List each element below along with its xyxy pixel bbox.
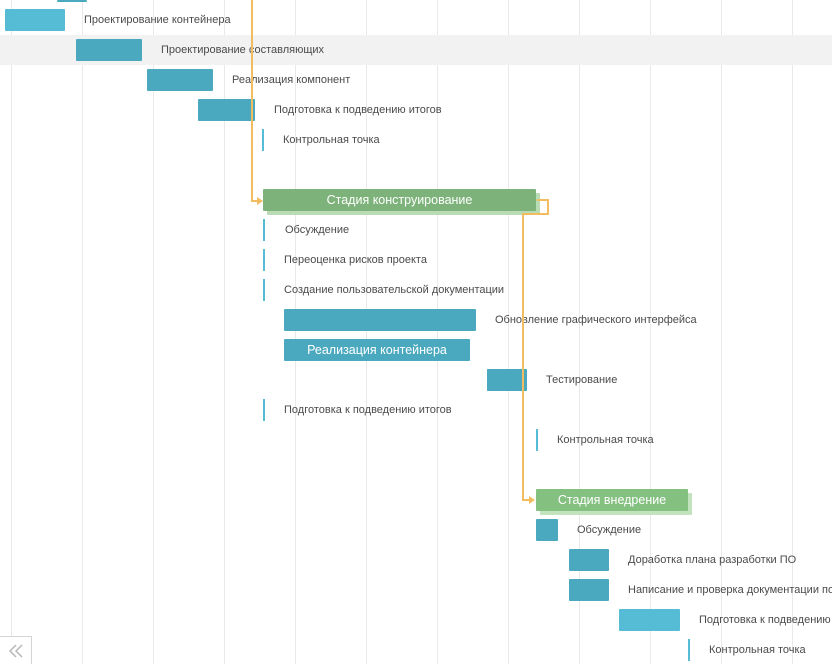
task-label: Реализация компонент: [232, 74, 351, 86]
dependency-link[interactable]: [522, 499, 530, 501]
milestone-marker[interactable]: [536, 429, 538, 451]
milestone-marker[interactable]: [263, 279, 265, 301]
milestone-marker[interactable]: [688, 639, 690, 661]
grid-line: [650, 0, 651, 664]
stage-bar[interactable]: Стадия внедрение: [536, 489, 688, 511]
grid-line: [82, 0, 83, 664]
task-bar[interactable]: Реализация контейнера: [284, 339, 470, 361]
dependency-arrow: [257, 197, 263, 205]
stage-label: Стадия конструирование: [326, 193, 473, 207]
task-bar[interactable]: [147, 69, 213, 91]
task-label: Контрольная точка: [557, 434, 654, 446]
task-label: Обсуждение: [577, 524, 642, 536]
task-bar[interactable]: [569, 549, 609, 571]
milestone-marker[interactable]: [262, 129, 264, 151]
dependency-link[interactable]: [522, 213, 549, 215]
task-label: Подготовка к подведению итогов: [274, 104, 442, 116]
grid-line: [437, 0, 438, 664]
milestone-marker[interactable]: [263, 399, 265, 421]
task-bar[interactable]: [57, 0, 87, 2]
task-bar-label: Реализация контейнера: [307, 343, 447, 357]
task-bar[interactable]: [569, 579, 609, 601]
dependency-link[interactable]: [537, 199, 549, 201]
task-bar[interactable]: [198, 99, 255, 121]
task-bar[interactable]: [5, 9, 65, 31]
dependency-link[interactable]: [547, 199, 549, 215]
task-label: Создание пользовательской документации: [284, 284, 505, 296]
task-label: Контрольная точка: [283, 134, 380, 146]
task-label: Проектирование составляющих: [161, 44, 325, 56]
double-chevron-left-icon: [8, 643, 23, 658]
grid-line: [295, 0, 296, 664]
stage-bar[interactable]: Стадия конструирование: [263, 189, 536, 211]
grid-line: [224, 0, 225, 664]
task-label: Написание и проверка документации по: [628, 584, 832, 596]
task-label: Переоценка рисков проекта: [284, 254, 427, 266]
grid-line: [366, 0, 367, 664]
dependency-link[interactable]: [522, 213, 524, 501]
task-bar[interactable]: [487, 369, 527, 391]
stage-label: Стадия внедрение: [557, 493, 667, 507]
task-label: Подготовка к подведению итогов: [284, 404, 452, 416]
task-label: Подготовка к подведению: [699, 614, 831, 626]
task-bar[interactable]: [76, 39, 142, 61]
grid-line: [721, 0, 722, 664]
task-bar[interactable]: [284, 309, 476, 331]
milestone-marker[interactable]: [263, 219, 265, 241]
grid-line: [11, 0, 12, 664]
grid-line: [579, 0, 580, 664]
task-label: Тестирование: [546, 374, 618, 386]
dependency-link[interactable]: [251, 0, 253, 202]
task-label: Проектирование контейнера: [84, 14, 231, 26]
grid-line: [792, 0, 793, 664]
grid-line: [153, 0, 154, 664]
task-label: Обсуждение: [285, 224, 350, 236]
scroll-left-button[interactable]: [0, 636, 32, 664]
milestone-marker[interactable]: [263, 249, 265, 271]
task-label: Доработка плана разработки ПО: [628, 554, 797, 566]
dependency-link[interactable]: [251, 200, 259, 202]
task-label: Обновление графического интерфейса: [495, 314, 697, 326]
task-label: Контрольная точка: [709, 644, 806, 656]
task-bar[interactable]: [619, 609, 680, 631]
grid-line: [508, 0, 509, 664]
task-bar[interactable]: [536, 519, 558, 541]
dependency-arrow: [529, 496, 535, 504]
